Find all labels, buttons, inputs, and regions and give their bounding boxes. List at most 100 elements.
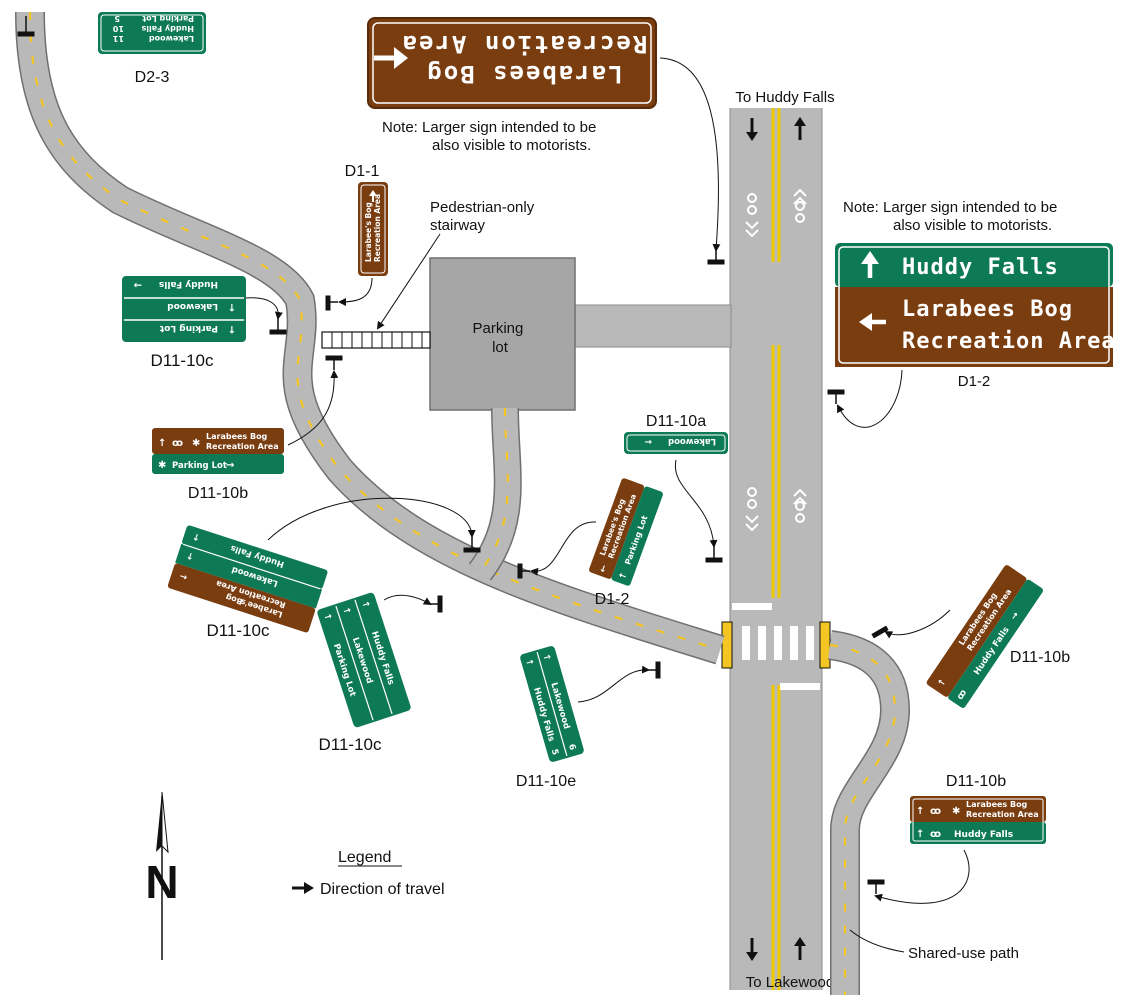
sign-large-recreation-area-rotated: Larabees Bog Recreation Area xyxy=(367,17,657,109)
left-arrow-icon: ← xyxy=(178,570,189,582)
left-arrow-icon: ← xyxy=(598,563,610,574)
pedestrian-icon: ✱ xyxy=(192,438,200,449)
d11-10b-right-line-3: Huddy Falls xyxy=(954,830,1013,840)
up-arrow-icon: ↑ xyxy=(618,571,630,582)
d2-3-dist-huddy-falls: 10 xyxy=(112,24,124,33)
pedestrian-stairway xyxy=(321,331,431,349)
d2-3-row-huddy-falls: Huddy Falls xyxy=(141,24,194,33)
sign-d1-2-small: Larabee's Bog Recreation Area Parking Lo… xyxy=(589,478,663,586)
crosswalk xyxy=(721,603,831,690)
pedestrian-icon: ✱ xyxy=(952,806,960,817)
south-road-label: To Lakewood xyxy=(746,974,834,991)
d2-3-row-parking: Parking Lot xyxy=(142,14,194,23)
up-arrow-icon: ↑ xyxy=(158,438,166,449)
lane-arrow-icon xyxy=(746,117,806,961)
up-arrow-icon: ↑ xyxy=(359,600,371,610)
sign-post-icon xyxy=(648,661,661,679)
d11-10b-right-code: D11-10b xyxy=(946,773,1006,790)
sign-d1-1: Larabee's Bog Recreation Area xyxy=(358,182,388,276)
right-arrow-icon: → xyxy=(226,460,234,471)
sign-post-icon xyxy=(269,318,287,335)
up-arrow-icon xyxy=(861,251,879,278)
sign-d11-10b-right: ↑ ꝏ ✱ Larabees Bog Recreation Area ↑ ꝏ H… xyxy=(910,796,1046,844)
parking-lot-label: Parking lot xyxy=(472,320,527,356)
legend-title: Legend xyxy=(338,849,391,866)
shared-use-path-label: Shared-use path xyxy=(908,945,1019,962)
note-right: Note: Larger sign intended to be also vi… xyxy=(843,199,1062,234)
sign-d11-10c-mid: Huddy Falls Lakewood Parking Lot ↑ ↑ ↑ xyxy=(317,592,411,728)
arrow-icon: ↑ xyxy=(228,323,236,334)
d11-10c-left-row-1: Parking Lot xyxy=(159,323,218,333)
d11-10c-left-row-2: Lakewood xyxy=(167,301,218,311)
d1-2-large-row1: Huddy Falls xyxy=(902,255,1059,280)
d1-1-line-1: Larabee's Bog xyxy=(364,202,373,262)
stairway-leader xyxy=(376,233,441,330)
d2-3-code: D2-3 xyxy=(135,69,170,86)
sign-post-icon xyxy=(430,595,443,613)
main-road xyxy=(721,108,831,990)
shared-use-path-east xyxy=(827,630,911,995)
d1-1-code: D1-1 xyxy=(345,163,380,180)
d11-10a-code: D11-10a xyxy=(646,413,706,430)
up-arrow-icon: ↑ xyxy=(321,612,333,622)
bicycle-icon: ꝏ xyxy=(930,829,941,840)
up-arrow-icon: ↑ xyxy=(192,530,202,542)
d11-10c-rot-code: D11-10c xyxy=(207,621,270,640)
shared-path-leader xyxy=(849,929,905,953)
up-arrow-icon: ↑ xyxy=(340,606,352,616)
up-arrow-icon: ↑ xyxy=(523,658,535,668)
sign-d11-10e: Lakewood 6 Huddy Falls 5 ↑ ↑ xyxy=(520,646,584,762)
sign-post-icon xyxy=(517,563,530,579)
d11-10c-left-row-3: Huddy Falls xyxy=(159,279,218,289)
left-arrow-icon xyxy=(859,313,886,331)
d11-10b-left-code: D11-10b xyxy=(188,485,248,502)
sign-d11-10b-right-rotated: Larabees Bog Recreation Area Huddy Falls… xyxy=(926,565,1043,708)
sign-post-icon xyxy=(463,536,481,553)
legend-item: Direction of travel xyxy=(320,881,445,898)
bicycle-icon: ꝏ xyxy=(955,688,969,702)
sign-post-icon xyxy=(325,295,338,311)
d11-10a-text: Lakewood xyxy=(668,436,716,446)
d1-1-line-2: Recreation Area xyxy=(373,194,382,262)
left-arrow-icon xyxy=(374,47,408,69)
pedestrian-icon: ✱ xyxy=(158,460,166,471)
parking-lot xyxy=(429,257,576,411)
north-arrow-icon xyxy=(156,791,169,960)
up-arrow-icon: ↑ xyxy=(916,806,924,817)
up-arrow-icon: ↑ xyxy=(540,653,552,663)
sign-d1-2-large: Huddy Falls Larabees Bog Recreation Area xyxy=(834,242,1116,368)
d11-10b-right-rot-code: D11-10b xyxy=(1010,649,1070,666)
sign-post-icon xyxy=(325,355,343,370)
d11-10b-left-line-2: Recreation Area xyxy=(206,442,279,451)
d1-2-large-code: D1-2 xyxy=(958,373,991,390)
sign-post-icon xyxy=(705,546,723,563)
d11-10e-dist-1: 6 xyxy=(566,743,577,752)
d11-10b-right-line-1: Larabees Bog xyxy=(966,800,1028,809)
d1-2-large-row2b: Recreation Area xyxy=(902,329,1116,354)
parking-access-road xyxy=(574,304,732,348)
d1-2-small-code: D1-2 xyxy=(595,591,630,608)
parking-connector-path xyxy=(468,407,522,581)
stairway-label: Pedestrian-only stairway xyxy=(430,199,538,234)
bicycle-icon: ꝏ xyxy=(930,806,941,817)
d11-10b-left-line-3: Parking Lot xyxy=(172,461,227,471)
sign-post-icon xyxy=(17,16,35,37)
north-letter: N xyxy=(145,856,178,908)
note-top: Note: Larger sign intended to be also vi… xyxy=(382,119,601,154)
sign-post-icon xyxy=(867,879,885,894)
d11-10e-dist-2: 5 xyxy=(549,748,560,757)
d1-2-large-row2a: Larabees Bog xyxy=(902,297,1073,322)
sign-mounts xyxy=(17,16,889,894)
sign-d11-10c-left: Parking Lot Lakewood Huddy Falls ↑ ↑ → xyxy=(122,276,246,342)
up-arrow-icon: ↑ xyxy=(936,677,949,689)
up-arrow-icon: ↑ xyxy=(916,829,924,840)
sign-leaders xyxy=(243,57,970,904)
big-sign-line-2: Recreation Area xyxy=(401,30,648,58)
arrow-icon: ↑ xyxy=(228,301,236,312)
up-arrow-icon: ↑ xyxy=(185,549,195,561)
sign-d11-10a: Lakewood ← xyxy=(624,432,728,454)
d2-3-row-lakewood: Lakewood xyxy=(149,34,194,43)
d11-10e-code: D11-10e xyxy=(516,773,576,790)
center-line xyxy=(771,108,781,990)
